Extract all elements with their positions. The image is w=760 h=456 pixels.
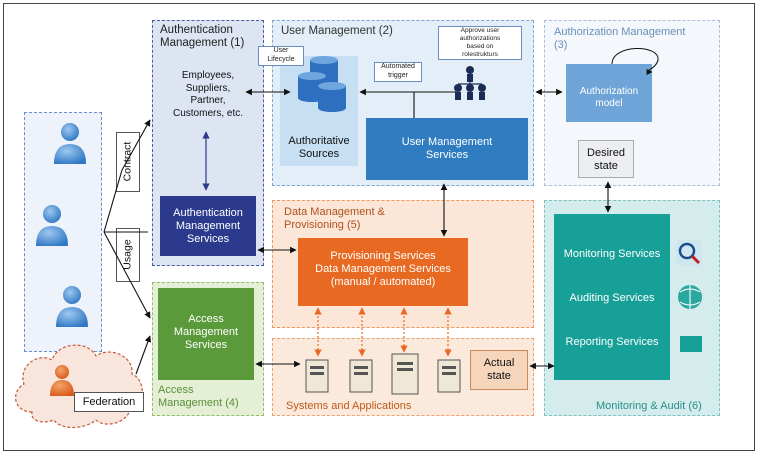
federation-cloud: [15, 344, 143, 429]
data-management-title: Data Management &Provisioning (5): [284, 206, 385, 231]
figure-frame: [3, 3, 755, 451]
provisioning-arrows: [314, 307, 452, 357]
user-lifecycle-callout: [258, 46, 304, 66]
reporting-services-label: Reporting Services: [565, 336, 659, 348]
connectors: [103, 88, 612, 375]
monitoring-services-block[interactable]: [554, 214, 670, 380]
federation-tag: [74, 392, 144, 412]
monitoring-title: Monitoring & Audit (6): [596, 400, 702, 412]
user-management-services[interactable]: [366, 118, 528, 180]
server-icon: [305, 359, 329, 393]
reporting-icon: [680, 336, 702, 352]
server-icon: [391, 353, 419, 395]
auditing-services-label: Auditing Services: [569, 292, 655, 304]
authentication-population: Employees, Suppliers, Partner, Customers…: [172, 70, 244, 119]
authorization-title: Authorization Management(3): [554, 26, 686, 51]
user-person-icon: [54, 123, 86, 164]
user-management-title: User Management (2): [281, 25, 393, 37]
approve-authorizations-label: Approve user authorizations based on rol…: [459, 27, 501, 58]
server-icon: [437, 359, 461, 393]
automated-trigger-callout: [374, 62, 422, 82]
monitoring-services-label: Monitoring Services: [563, 248, 661, 260]
authorization-loop-arrow: [611, 48, 659, 75]
actual-state-box: [470, 350, 528, 390]
federation-person-icon: [50, 365, 74, 396]
systems-title: Systems and Applications: [286, 400, 412, 412]
desired-state-box: [578, 140, 634, 178]
authorization-model-box: [566, 64, 652, 122]
federation-label: Federation: [82, 396, 136, 408]
org-chart-icon: [454, 66, 486, 100]
approve-authorizations-callout: [438, 26, 522, 60]
auditing-globe-icon: [678, 285, 702, 309]
user-person-icon: [56, 286, 88, 327]
contract-tag: [116, 132, 140, 192]
user-person-icon: [36, 205, 68, 246]
authentication-management-services[interactable]: [160, 196, 256, 256]
monitoring-magnifier-icon: [676, 240, 702, 266]
authoritative-sources-database-icon: [298, 56, 346, 112]
server-icon: [349, 359, 373, 393]
provisioning-services[interactable]: [298, 238, 468, 306]
access-management-services[interactable]: [158, 288, 254, 380]
